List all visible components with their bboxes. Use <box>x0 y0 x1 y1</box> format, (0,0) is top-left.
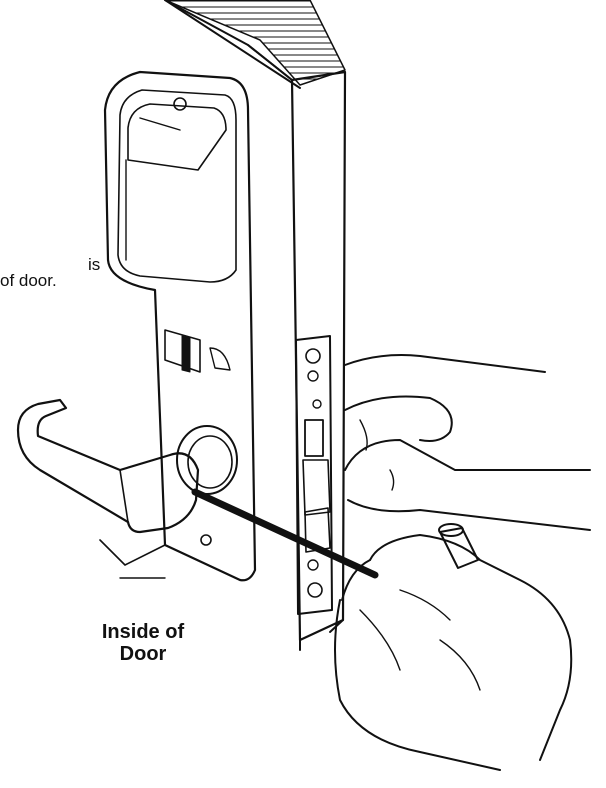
right-hand <box>344 354 591 531</box>
inside-of-door-label-line2: Door <box>119 643 167 665</box>
callout-text-line1: is <box>88 255 101 274</box>
lever-handle <box>16 398 200 566</box>
insertion-rod <box>191 488 379 579</box>
inside-of-door-label: Inside of Door <box>82 621 204 665</box>
inside-of-door-label-line1: Inside of <box>101 621 185 643</box>
left-hand <box>334 523 573 771</box>
door-top-cutaway <box>164 0 346 89</box>
mortise-faceplate <box>295 335 333 615</box>
callout-text-line2: of door. <box>0 271 57 290</box>
lock-trim <box>103 70 257 582</box>
